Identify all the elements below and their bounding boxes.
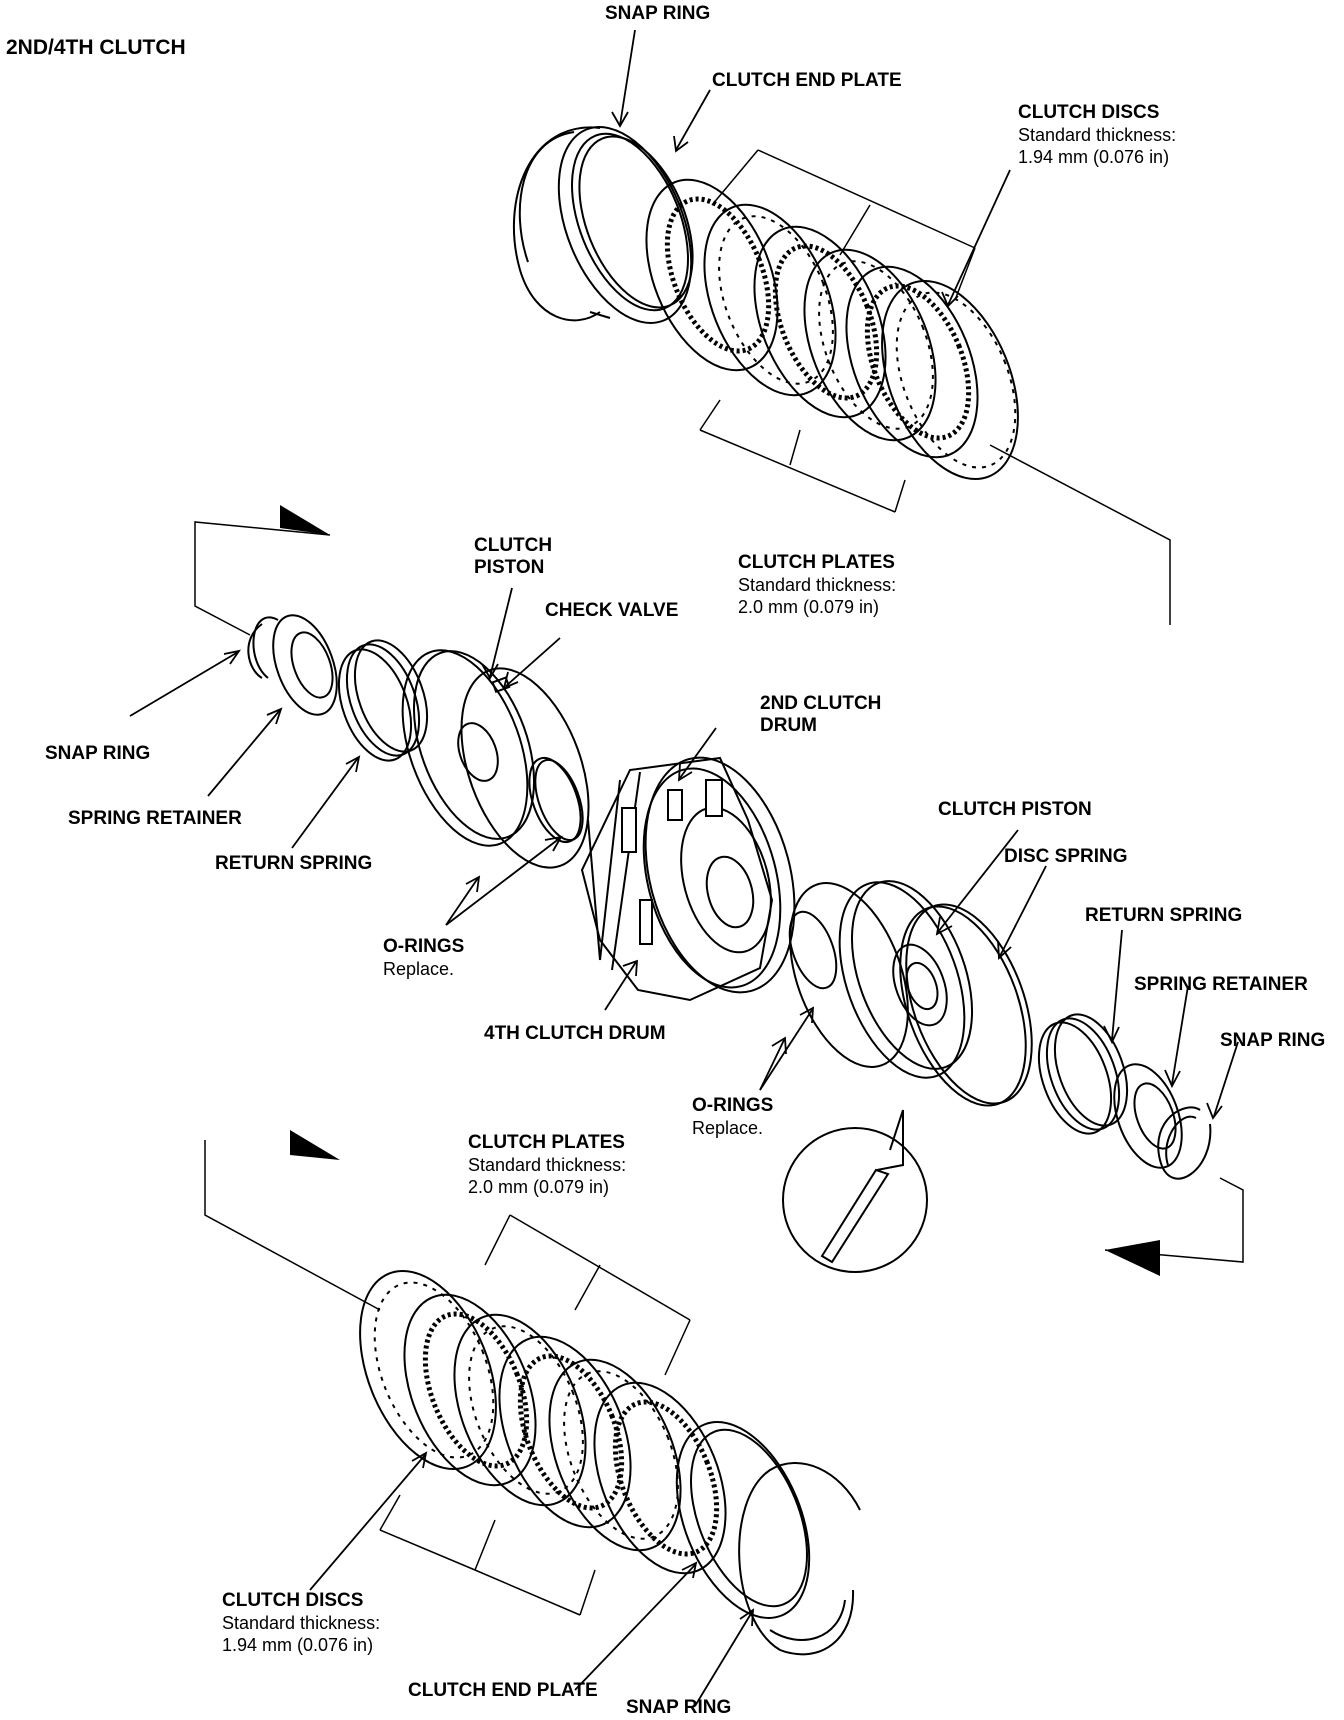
top-snap-ring (512, 126, 611, 322)
top-clutch-pack (512, 126, 1019, 481)
bottom-clutch-discs-thickness-label: Standard thickness: (222, 1613, 381, 1633)
bottom-return-path (204, 1140, 381, 1311)
bottom-clutch-plates-title: CLUTCH PLATES (468, 1132, 625, 1153)
bottom-plate-1 (359, 1269, 497, 1471)
top-plate-2 (803, 248, 937, 442)
bottom-plate-3 (548, 1358, 682, 1552)
bottom-clutch-plates-label: CLUTCH PLATES Standard thickness: 2.0 mm… (468, 1132, 626, 1198)
top-clutch-discs-thickness: 1.94 mm (0.076 in) (1018, 147, 1170, 167)
bottom-snap-ring (738, 1462, 861, 1656)
bottom-clutch-plates-thickness-label: Standard thickness: (468, 1155, 627, 1175)
clutch-piston-left-line2: PISTON (474, 557, 545, 578)
right-return-path (1104, 1177, 1244, 1263)
check-valve-label: CHECK VALVE (545, 600, 679, 621)
left-check-valve (491, 676, 511, 694)
bottom-clutch-discs-title: CLUTCH DISCS (222, 1590, 364, 1611)
o-rings-right-label: O-RINGS Replace. (692, 1095, 773, 1139)
spring-retainer-left-label: SPRING RETAINER (68, 808, 242, 829)
bottom-plate-2 (453, 1313, 587, 1507)
top-snap-ring-label: SNAP RING (605, 3, 711, 24)
right-disc-spring (899, 903, 1033, 1107)
return-spring-right-label: RETURN SPRING (1085, 905, 1243, 926)
bottom-snap-ring-label: SNAP RING (626, 1697, 732, 1718)
top-clutch-plates-thickness-label: Standard thickness: (738, 575, 897, 595)
clutch-piston-left-line1: CLUTCH (474, 535, 553, 556)
snap-ring-left-label: SNAP RING (45, 743, 151, 764)
bottom-callout-lines (379, 1214, 691, 1616)
bottom-clutch-plates-thickness: 2.0 mm (0.079 in) (468, 1177, 610, 1197)
top-callout-lines (699, 149, 1171, 625)
center-leaders (604, 727, 717, 1011)
disc-spring-detail (782, 1109, 928, 1273)
disc-spring-label: DISC SPRING (1004, 846, 1128, 867)
top-disc-1 (645, 178, 779, 372)
top-disc-3 (845, 265, 979, 459)
right-o-rings (788, 882, 909, 1068)
top-clutch-plates-thickness: 2.0 mm (0.079 in) (738, 597, 880, 617)
left-spring-retainer (272, 614, 338, 716)
clutch-drum (580, 756, 796, 1002)
bottom-clutch-end-plate (675, 1421, 811, 1619)
diagram-title: 2ND/4TH CLUTCH (6, 36, 186, 59)
return-spring-left-label: RETURN SPRING (215, 853, 373, 874)
bottom-clutch-end-plate-label: CLUTCH END PLATE (408, 1680, 598, 1701)
bottom-clutch-discs-label: CLUTCH DISCS Standard thickness: 1.94 mm… (222, 1590, 380, 1656)
left-return-spring (337, 639, 429, 762)
bottom-clutch-discs-thickness: 1.94 mm (0.076 in) (222, 1635, 374, 1655)
top-leaders (611, 29, 1011, 308)
o-rings-left-title: O-RINGS (383, 936, 465, 957)
arrow-head-top-left (280, 505, 330, 535)
bottom-disc-1 (403, 1293, 537, 1487)
arrow-head-right (1105, 1240, 1160, 1276)
top-clutch-plates-label: CLUTCH PLATES Standard thickness: 2.0 mm… (738, 552, 896, 618)
second-clutch-drum-line2: DRUM (760, 715, 817, 736)
top-clutch-discs-label: CLUTCH DISCS Standard thickness: 1.94 mm… (1018, 102, 1176, 168)
second-clutch-drum-line1: 2ND CLUTCH (760, 693, 882, 714)
top-clutch-discs-thickness-label: Standard thickness: (1018, 125, 1177, 145)
clutch-piston-left-label: CLUTCH PISTON (474, 535, 552, 579)
spring-retainer-right-label: SPRING RETAINER (1134, 974, 1308, 995)
bottom-disc-3 (593, 1381, 727, 1575)
left-clutch-piston (401, 649, 536, 847)
top-clutch-end-plate-label: CLUTCH END PLATE (712, 70, 902, 91)
right-return-spring (1037, 1013, 1129, 1135)
second-clutch-drum-label: 2ND CLUTCH DRUM (760, 693, 881, 737)
o-rings-left-label: O-RINGS Replace. (383, 936, 464, 980)
bottom-disc-2 (498, 1335, 632, 1529)
o-rings-right-note: Replace. (692, 1118, 764, 1138)
top-clutch-discs-title: CLUTCH DISCS (1018, 102, 1160, 123)
right-leaders (759, 829, 1239, 1120)
left-leaders (129, 587, 563, 926)
top-clutch-end-plate (557, 126, 694, 324)
fourth-clutch-drum-label: 4TH CLUTCH DRUM (484, 1023, 666, 1044)
o-rings-left-note: Replace. (383, 959, 455, 979)
clutch-piston-right-label: CLUTCH PISTON (938, 799, 1092, 820)
left-snap-ring (247, 616, 279, 679)
arrow-head-bottom-left (290, 1130, 340, 1160)
right-snap-ring (1157, 1106, 1212, 1180)
top-plate-3 (881, 279, 1019, 481)
top-clutch-plates-title: CLUTCH PLATES (738, 552, 895, 573)
o-rings-right-title: O-RINGS (692, 1095, 774, 1116)
left-o-rings (460, 667, 590, 869)
bottom-clutch-pack (359, 1269, 861, 1656)
left-return-path (194, 521, 331, 636)
snap-ring-right-label: SNAP RING (1220, 1030, 1326, 1051)
bottom-leaders (309, 1451, 755, 1707)
top-plate-1 (703, 203, 837, 397)
